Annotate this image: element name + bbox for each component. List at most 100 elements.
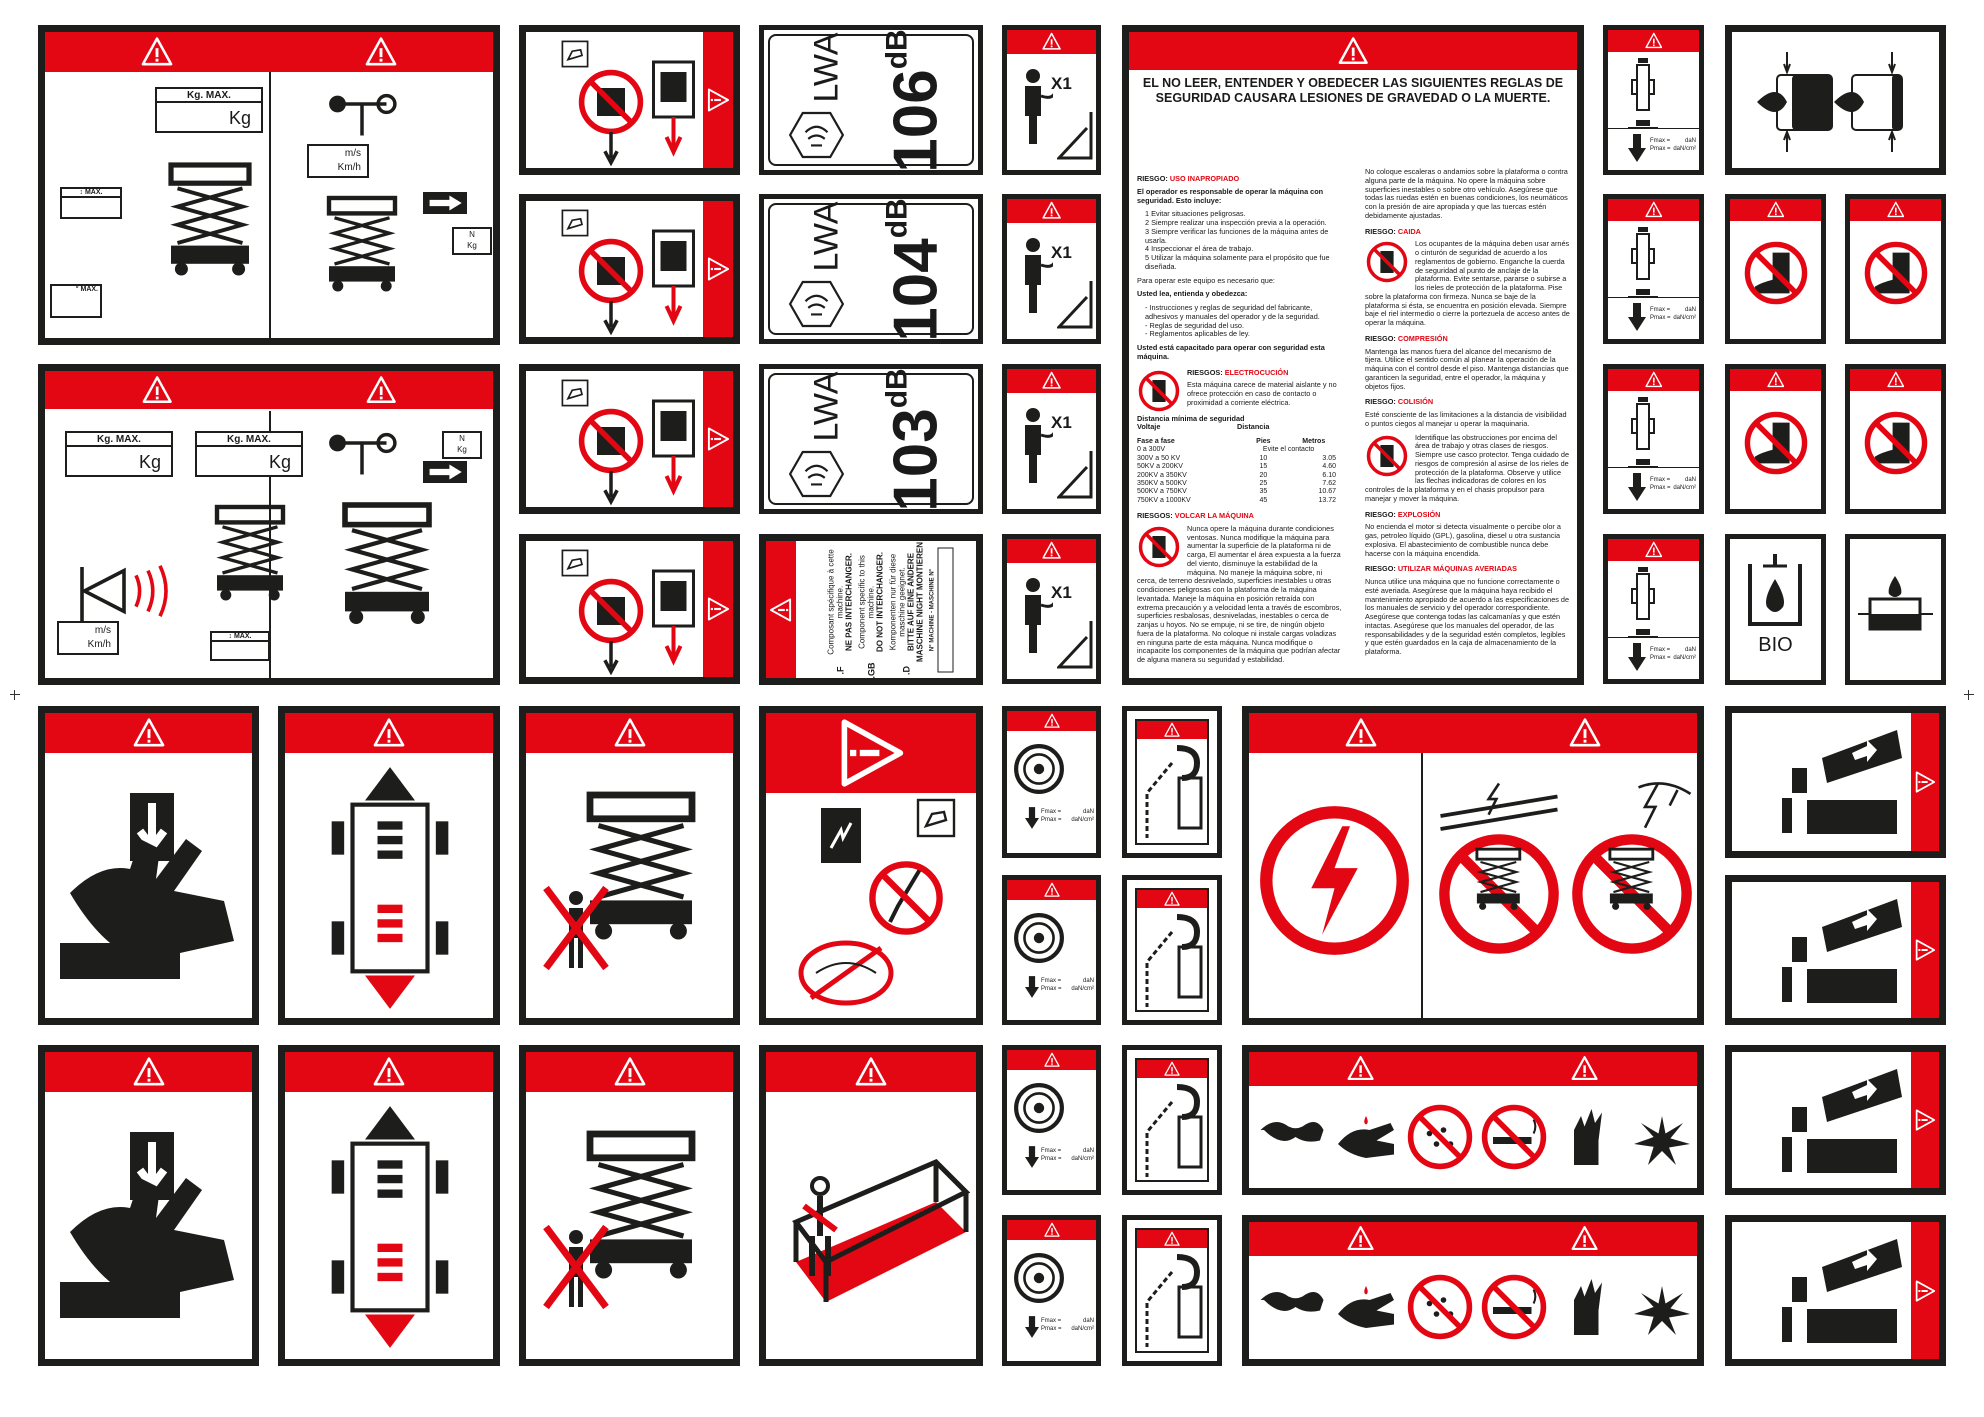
- no-lightning-icon: [1572, 782, 1692, 954]
- force-arrow-icon: [1025, 807, 1039, 829]
- no-stepping-decal: [1845, 364, 1946, 514]
- anemometer-icon: [329, 93, 397, 136]
- max-height-label: ↕ MAX.: [62, 189, 120, 198]
- pmax-unit: daN/cm²: [1071, 817, 1094, 823]
- hand-pinch-side-decal: [519, 534, 740, 684]
- scissor-lift-icon: [214, 504, 286, 601]
- rule-paragraph: Nunca utilice una máquina que no funcion…: [1365, 577, 1570, 657]
- machine-number-field: [937, 547, 953, 672]
- warning-header: [1730, 199, 1821, 221]
- warning-strip: [703, 541, 733, 677]
- warning-header: [1137, 1060, 1207, 1078]
- warning-header: [45, 371, 493, 409]
- divider: [1421, 753, 1423, 1018]
- goggles-icon: [1260, 1292, 1324, 1312]
- rule-text: Nunca utilice una máquina que no funcion…: [1365, 577, 1570, 656]
- warning-strip: [1911, 1052, 1939, 1188]
- bio-label: BIO: [1758, 634, 1793, 656]
- decibel-unit: dB: [880, 197, 914, 238]
- rule-text: No encienda el motor si detecta visualme…: [1365, 522, 1561, 558]
- wheel-icon: [1014, 744, 1064, 794]
- table-cell: 35: [1259, 488, 1268, 496]
- rule-text: Usted lea, entienda y obedezca:: [1137, 289, 1248, 299]
- table-header: Pies: [1256, 438, 1271, 445]
- warning-header: [526, 713, 733, 753]
- oil-drop-icon: [1748, 554, 1802, 626]
- warning-triangle-icon: [1043, 713, 1060, 728]
- kg-unit: Kg: [228, 108, 251, 128]
- max-load-box: Kg. MAX.Kg: [195, 431, 303, 477]
- table-header: Fase a fase: [1137, 438, 1175, 445]
- harness-count: X1: [1051, 583, 1072, 602]
- table-cell: 300V a 50 KV: [1137, 454, 1181, 462]
- force-arrow-icon: [1025, 1316, 1039, 1338]
- pmax-unit: daN/cm²: [1071, 986, 1094, 992]
- sound-power-label: LWA: [807, 371, 846, 442]
- warning-header: [1730, 369, 1821, 391]
- rule-paragraph: Esté consciente de las limitaciones a la…: [1365, 410, 1570, 429]
- force-unit-n: N: [459, 434, 465, 443]
- no-person-icon: [543, 885, 609, 971]
- rule-list-item: - Reglas de seguridad del uso.: [1145, 320, 1244, 330]
- warning-strip: [703, 371, 733, 507]
- ground-line: [1608, 128, 1699, 129]
- outrigger-jack-icon: [1628, 397, 1658, 468]
- no-person-under-platform-decal: [519, 706, 740, 1025]
- force-arrow-icon: [1628, 473, 1646, 501]
- rule-text: Nunca opere la máquina durante condicion…: [1137, 523, 1342, 665]
- risk-prefix: RIESGO:: [1365, 397, 1396, 407]
- harness-count: X1: [1051, 74, 1072, 93]
- fmax-label: Fmax =: [1650, 647, 1671, 653]
- rule-list: 1 Evitar situaciones peligrosas.2 Siempr…: [1137, 209, 1342, 271]
- fmax-unit: daN: [1082, 1148, 1094, 1154]
- warning-triangle-icon: [1767, 201, 1784, 218]
- warning-triangle-icon: [707, 88, 730, 112]
- decibel-value: 104: [881, 237, 951, 342]
- fmax-unit: daN: [1684, 647, 1696, 653]
- warning-triangle-icon: [1164, 891, 1180, 906]
- scissor-lift-icon: [586, 1130, 696, 1279]
- voltage-header: Voltaje: [1137, 422, 1161, 432]
- warning-triangle-icon: [1338, 37, 1368, 64]
- decibel-value: 103: [881, 407, 951, 512]
- arm-crush-icon: [1782, 730, 1902, 834]
- inner-frame: [1135, 719, 1209, 845]
- scissor-lift-icon: [326, 195, 398, 292]
- warning-header: [1850, 369, 1941, 391]
- pmax-label: Pmax =: [1041, 1156, 1062, 1162]
- fmax-label: Fmax =: [1041, 1148, 1062, 1154]
- warning-triangle-icon: [1043, 1222, 1060, 1237]
- rule-list-item: 1 Evitar situaciones peligrosas.: [1145, 209, 1246, 219]
- risk-heading: RIESGO: COLISIÓN: [1365, 397, 1570, 407]
- warning-header: [1608, 539, 1699, 561]
- warning-triangle-icon: [1645, 201, 1662, 218]
- warning-header: [45, 1052, 252, 1092]
- pmax-unit: daN/cm²: [1673, 315, 1696, 321]
- warning-triangle-icon: [769, 597, 792, 622]
- table-cell: 15: [1259, 463, 1268, 471]
- table-cell: 50KV a 200KV: [1137, 463, 1183, 471]
- operator-on-platform-icon: [792, 1159, 971, 1302]
- no-battery-acid-icon: [1407, 1104, 1473, 1170]
- max-height-box: ↕ MAX.: [60, 187, 122, 219]
- rule-paragraph: Usted está capacitado para operar con se…: [1137, 343, 1342, 362]
- manual-book-icon: [561, 209, 589, 237]
- warning-header: [1129, 32, 1577, 70]
- fmax-label: Fmax =: [1650, 307, 1671, 313]
- warning-header: [45, 32, 493, 72]
- fmax-unit: daN: [1684, 477, 1696, 483]
- lifting-point-decal: [1122, 875, 1222, 1025]
- warning-header: [1007, 1050, 1096, 1070]
